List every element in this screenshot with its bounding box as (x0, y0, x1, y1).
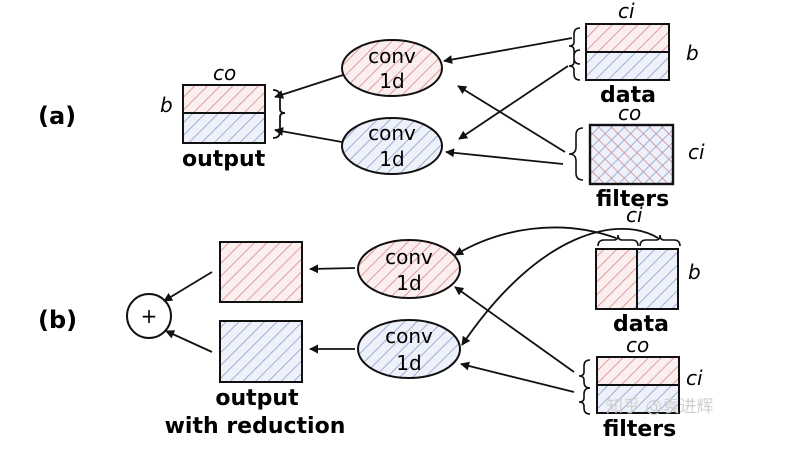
panel-b-conv-top-line1: conv (385, 245, 433, 269)
panel-a-conv-top (341, 39, 443, 97)
panel-a-filters-block (588, 123, 675, 186)
panel-a-output-blue (182, 112, 266, 144)
panel-a-conv-bottom-line1: conv (368, 121, 416, 145)
panel-a-output-dim-b: b (160, 93, 173, 117)
panel-b-conv-bottom (357, 319, 461, 379)
panel-b-arrow-filters-to-conv-top (454, 286, 575, 373)
panel-b-arrow-data-right-to-conv-bottom (461, 227, 659, 346)
panel-b-data-block (595, 248, 679, 310)
panel-a-arrow-filters-to-conv-bottom (445, 148, 564, 165)
panel-a-conv-top-line1: conv (368, 44, 416, 68)
panel-a-filters-cross (588, 123, 675, 186)
panel-b-filters-red (596, 356, 680, 386)
panel-a-arrow-conv-bottom-to-output (274, 126, 343, 143)
watermark: 知乎 @袁进辉 (606, 397, 713, 417)
panel-b-output-label-1: output (215, 386, 299, 411)
panel-b-arrows (163, 226, 659, 393)
panel-b-sum-node (126, 293, 172, 339)
panel-b-filters-dim-co: co (626, 333, 649, 357)
panel-b-data-red (595, 248, 638, 310)
panel-a-data-blue (585, 51, 670, 81)
panel-a-data-block (585, 23, 670, 81)
panel-a-arrows (274, 37, 573, 165)
panel-a-arrow-conv-top-to-output (274, 74, 344, 99)
panel-b-conv-top (357, 239, 461, 299)
panel-b-data-label: data (613, 312, 669, 337)
panel-b-output-blue (219, 320, 303, 383)
panel-b-arrow-blue-output-to-sum (165, 330, 213, 353)
panel-a-output-block (182, 84, 266, 144)
panel-a-output-red (182, 84, 266, 114)
panel-b-label: (b) (38, 306, 77, 334)
panel-a-label: (a) (38, 102, 76, 130)
panel-b-filters-label: filters (603, 417, 676, 442)
panel-a-conv-bottom (341, 117, 443, 175)
panel-a-data-dim-b: b (686, 41, 699, 65)
panel-a-data-red (585, 23, 670, 53)
panel-b-data-dim-b: b (688, 260, 701, 284)
panel-a-filters-label: filters (596, 187, 669, 212)
panel-b-data-dim-ci: ci (626, 203, 643, 227)
panel-a-filters-dim-co: co (618, 101, 641, 125)
panel-b-arrow-data-left-to-conv-top (454, 226, 617, 256)
panel-a-output-label: output (182, 147, 266, 172)
panel-b-data-blue (636, 248, 679, 310)
panel-a-filters-brace (568, 127, 584, 181)
panel-a-output-dim-co: co (213, 61, 236, 85)
panel-a-filters-dim-ci: ci (688, 140, 705, 164)
panel-a-data-dim-ci: ci (618, 0, 635, 23)
panel-b-output-label-2: with reduction (165, 414, 346, 439)
panel-b-conv-bottom-line1: conv (385, 324, 433, 348)
panel-b-filters-blue (596, 384, 680, 414)
panel-b-conv-bottom-line2: 1d (396, 351, 421, 375)
panel-a-arrow-data-to-conv-top (443, 37, 573, 64)
panel-a-arrow-filters-to-conv-top (457, 85, 566, 153)
panel-b-filters-dim-ci: ci (686, 366, 703, 390)
panel-b-arrow-filters-to-conv-bottom (460, 361, 575, 393)
panel-b-data-brace (597, 234, 681, 247)
panel-b-output-red (219, 241, 303, 303)
panel-b-filters-block (596, 356, 680, 414)
panel-a-conv-bottom-line2: 1d (379, 147, 404, 171)
panel-a-data-brace (568, 27, 581, 81)
panel-b-arrow-conv-top-to-output (309, 264, 356, 274)
panel-a-arrow-data-to-conv-bottom (458, 65, 569, 140)
panel-a-conv-top-line2: 1d (379, 69, 404, 93)
panel-a-data-label: data (600, 83, 656, 108)
panel-b-sum-symbol: + (141, 304, 158, 328)
panel-b-arrow-red-output-to-sum (163, 271, 213, 302)
panel-b-conv-top-line2: 1d (396, 271, 421, 295)
panel-b-filters-brace (578, 359, 591, 415)
